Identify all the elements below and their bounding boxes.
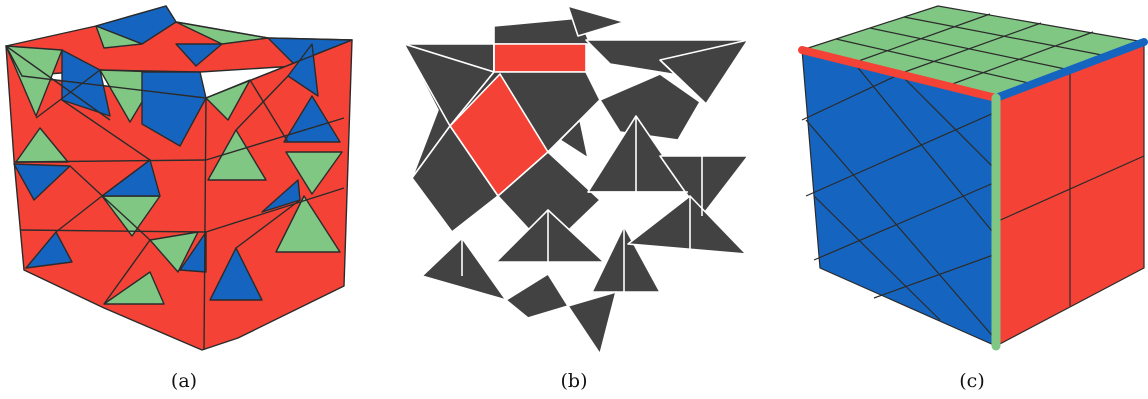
panel-b-tile-bottom-1 bbox=[506, 274, 568, 318]
panel-b-tile-low-left bbox=[422, 238, 506, 300]
panel-c-caption: (c) bbox=[942, 370, 1002, 392]
panel-b-dark-tiles bbox=[404, 6, 748, 354]
panel-a-colored-polyhedron bbox=[6, 6, 352, 350]
panel-b-tile-low-center bbox=[496, 210, 604, 262]
panel-b-tile-bottom-2 bbox=[568, 292, 616, 354]
panel-a-caption: (a) bbox=[154, 370, 214, 392]
panel-b-tile-low-right bbox=[628, 196, 746, 254]
panel-c-cube bbox=[802, 6, 1144, 346]
panel-b-red-rect-top bbox=[494, 44, 586, 72]
panel-b-caption: (b) bbox=[544, 370, 604, 392]
panel-b-tile-top-mid2 bbox=[568, 6, 624, 36]
